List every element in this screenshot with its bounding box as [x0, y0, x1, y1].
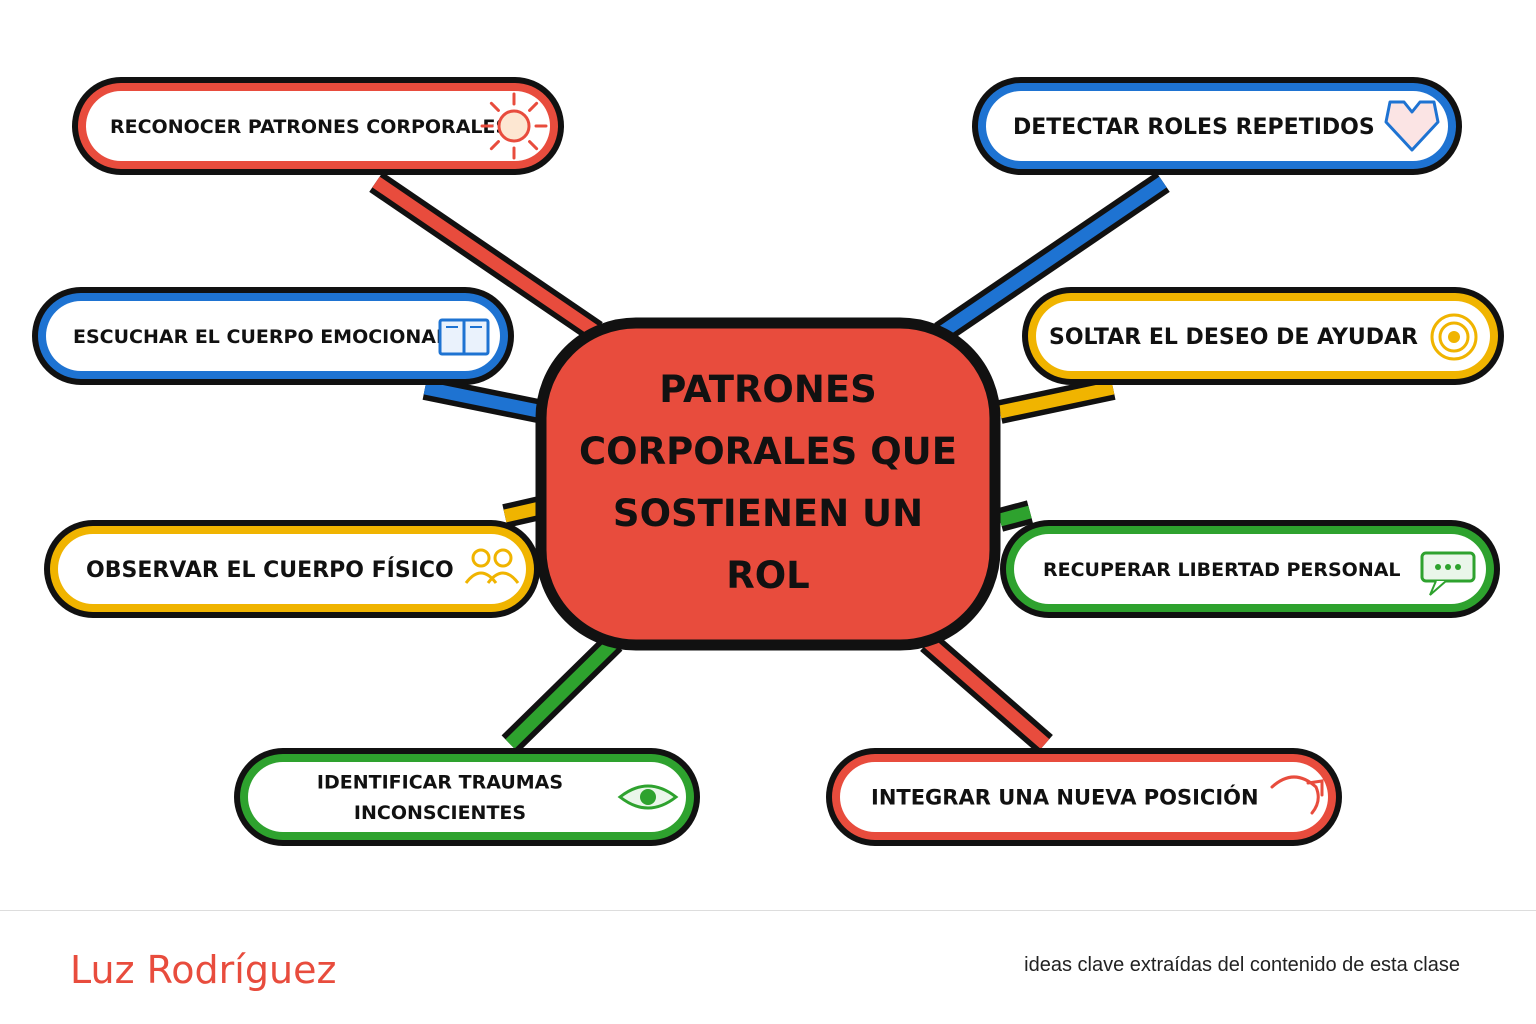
book-icon	[438, 318, 490, 356]
target-icon	[1430, 313, 1478, 361]
node-reconocer: RECONOCER PATRONES CORPORALES	[72, 77, 564, 175]
sun-icon	[480, 92, 548, 160]
node-fill	[1014, 534, 1486, 604]
node-fill	[1036, 301, 1490, 371]
node-label-line: RECONOCER PATRONES CORPORALES	[110, 116, 509, 138]
connector-soltar	[998, 381, 1115, 419]
connectors	[369, 172, 1170, 754]
node-label-line: INCONSCIENTES	[354, 802, 526, 824]
arrow-icon	[1270, 775, 1324, 815]
node-label-line: IDENTIFICAR TRAUMAS	[317, 772, 563, 794]
eye-icon	[617, 784, 679, 810]
node-observar: OBSERVAR EL CUERPO FÍSICO	[44, 520, 540, 618]
node-fill	[986, 91, 1448, 161]
author-name: Luz Rodríguez	[70, 948, 337, 992]
node-fill	[58, 534, 526, 604]
node-label-line: OBSERVAR EL CUERPO FÍSICO	[86, 557, 454, 583]
people-icon	[464, 548, 520, 584]
node-soltar: SOLTAR EL DESEO DE AYUDAR	[1022, 287, 1504, 385]
center-title-line-4: ROL	[726, 554, 810, 597]
center-title-line-1: PATRONES	[659, 368, 877, 411]
node-recuperar: RECUPERAR LIBERTAD PERSONAL	[1000, 520, 1500, 618]
center-title-line-2: CORPORALES QUE	[579, 430, 957, 473]
connector-detectar	[937, 176, 1167, 339]
connector-reconocer	[372, 176, 600, 338]
connector-observar	[503, 501, 542, 523]
node-fill	[840, 762, 1328, 832]
connector-identificar	[505, 637, 619, 749]
center-bubble	[535, 317, 1001, 651]
heart-icon	[1384, 100, 1440, 152]
center-title-line-3: SOSTIENEN UN	[613, 492, 923, 535]
node-integrar: INTEGRAR UNA NUEVA POSICIÓN	[826, 748, 1342, 846]
chat-icon	[1420, 551, 1476, 596]
nodes: RECONOCER PATRONES CORPORALES ESCUCHAR EL…	[32, 77, 1504, 846]
node-label-line: ESCUCHAR EL CUERPO EMOCIONAL	[73, 326, 448, 348]
center-node: PATRONES CORPORALES QUE SOSTIENEN UN ROL	[535, 317, 1001, 651]
node-fill	[46, 301, 500, 371]
connector-recuperar	[998, 505, 1032, 527]
node-identificar: IDENTIFICAR TRAUMAS INCONSCIENTES	[234, 748, 700, 846]
connector-escuchar	[423, 381, 545, 419]
mind-map: PATRONES CORPORALES QUE SOSTIENEN UN ROL…	[32, 77, 1504, 846]
node-label-line: INTEGRAR UNA NUEVA POSICIÓN	[871, 785, 1259, 810]
connector-integrar	[923, 637, 1050, 749]
node-fill	[248, 762, 686, 832]
node-label-line: SOLTAR EL DESEO DE AYUDAR	[1049, 325, 1418, 350]
node-detectar: DETECTAR ROLES REPETIDOS	[972, 77, 1462, 175]
node-label-line: DETECTAR ROLES REPETIDOS	[1013, 115, 1375, 140]
footer-caption: ideas clave extraídas del contenido de e…	[1024, 954, 1460, 976]
node-label-line: RECUPERAR LIBERTAD PERSONAL	[1043, 559, 1401, 581]
node-fill	[86, 91, 550, 161]
node-escuchar: ESCUCHAR EL CUERPO EMOCIONAL	[32, 287, 514, 385]
footer-divider	[0, 910, 1536, 911]
